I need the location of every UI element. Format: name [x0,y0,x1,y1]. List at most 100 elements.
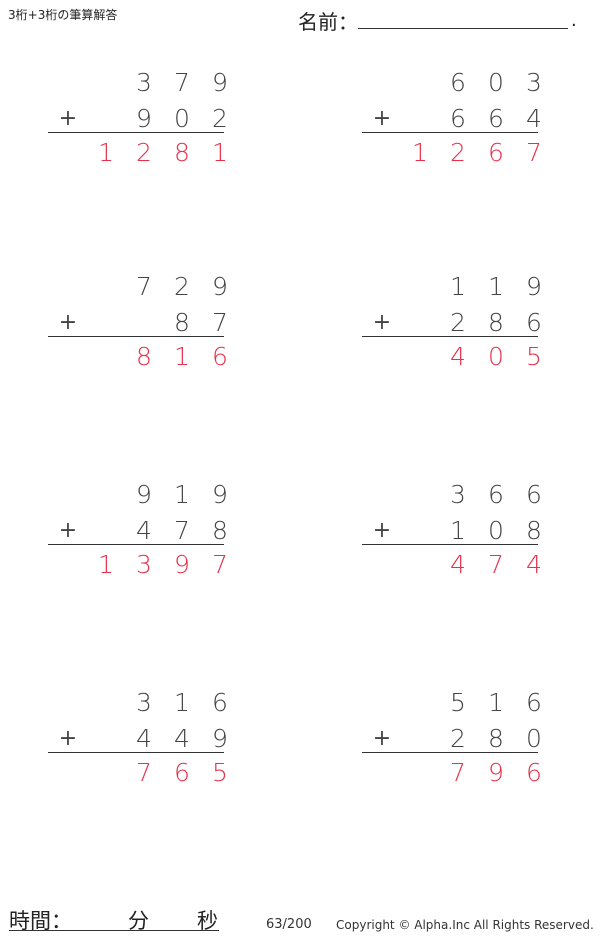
answer-digit: 9 [174,550,190,579]
answer-digit: 8 [136,342,152,371]
name-line [358,28,568,29]
bottom-digit: 6 [450,104,466,133]
minutes-label: 分 [128,909,149,933]
seconds-label: 秒 [197,909,218,933]
bottom-digit: 0 [488,516,504,545]
answer-digit: 6 [174,758,190,787]
answer-digit: 5 [526,342,542,371]
top-digit: 2 [174,272,190,301]
sum-rule [48,132,224,133]
answer-digit: 8 [174,138,190,167]
top-digit: 7 [136,272,152,301]
sum-rule [48,752,224,753]
top-digit: 9 [212,272,228,301]
answer-digit: 1 [174,342,190,371]
plus-sign: + [372,726,392,751]
plus-sign: + [58,106,78,131]
bottom-digit: 4 [174,724,190,753]
answer-digit: 4 [450,550,466,579]
top-digit: 6 [488,480,504,509]
answer-digit: 3 [136,550,152,579]
top-digit: 0 [488,68,504,97]
top-digit: 7 [174,68,190,97]
plus-sign: + [58,726,78,751]
top-digit: 6 [212,688,228,717]
time-line [9,930,219,931]
bottom-digit: 6 [526,308,542,337]
answer-digit: 2 [450,138,466,167]
bottom-digit: 9 [212,724,228,753]
bottom-digit: 7 [174,516,190,545]
bottom-digit: 8 [488,724,504,753]
top-digit: 3 [136,688,152,717]
bottom-digit: 0 [174,104,190,133]
page-number: 63/200 [266,917,312,932]
plus-sign: + [372,106,392,131]
sum-rule [362,752,538,753]
plus-sign: + [58,518,78,543]
answer-digit: 5 [212,758,228,787]
top-digit: 3 [526,68,542,97]
answer-digit: 7 [136,758,152,787]
top-digit: 6 [450,68,466,97]
sum-rule [48,544,224,545]
top-digit: 1 [174,480,190,509]
bottom-digit: 2 [450,724,466,753]
name-end-dot: . [571,10,577,31]
top-digit: 6 [526,480,542,509]
top-digit: 9 [212,68,228,97]
bottom-digit: 8 [526,516,542,545]
bottom-digit: 9 [136,104,152,133]
bottom-digit: 7 [212,308,228,337]
plus-sign: + [372,310,392,335]
name-label: 名前： [298,10,358,34]
top-digit: 9 [136,480,152,509]
answer-digit: 4 [450,342,466,371]
answer-digit: 6 [526,758,542,787]
plus-sign: + [372,518,392,543]
answer-digit: 7 [450,758,466,787]
sum-rule [362,132,538,133]
bottom-digit: 4 [136,516,152,545]
bottom-digit: 2 [212,104,228,133]
bottom-digit: 8 [212,516,228,545]
answer-digit: 7 [526,138,542,167]
answer-digit: 1 [412,138,428,167]
answer-digit: 7 [488,550,504,579]
time-label: 時間： [9,909,72,933]
answer-digit: 6 [212,342,228,371]
top-digit: 5 [450,688,466,717]
bottom-digit: 1 [450,516,466,545]
answer-digit: 4 [526,550,542,579]
top-digit: 1 [488,688,504,717]
bottom-digit: 4 [526,104,542,133]
answer-digit: 1 [212,138,228,167]
top-digit: 9 [526,272,542,301]
top-digit: 9 [212,480,228,509]
bottom-digit: 8 [174,308,190,337]
top-digit: 1 [450,272,466,301]
bottom-digit: 6 [488,104,504,133]
bottom-digit: 8 [488,308,504,337]
copyright-text: Copyright © Alpha.Inc All Rights Reserve… [336,918,594,932]
